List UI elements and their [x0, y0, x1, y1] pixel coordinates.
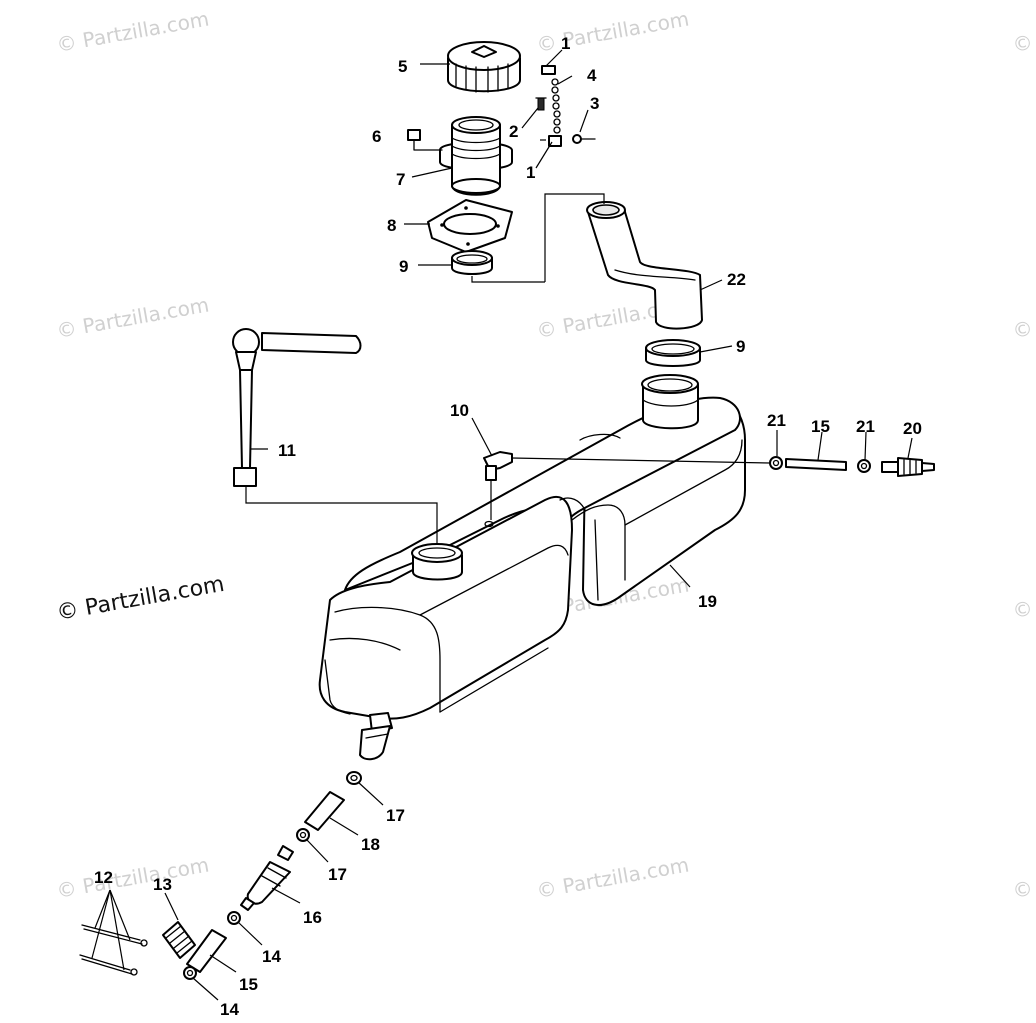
callout-10: 10 [450, 401, 469, 420]
fuel-tank-part-19[interactable] [318, 374, 746, 761]
fuel-filter-part-16[interactable] [240, 845, 294, 911]
clamp-part-14-lower[interactable] [183, 966, 197, 980]
callout-18: 18 [361, 835, 380, 854]
callout-17-lower: 17 [328, 865, 347, 884]
callout-22: 22 [727, 270, 746, 289]
callout-19: 19 [698, 592, 717, 611]
vent-elbow-part-10[interactable] [483, 451, 513, 481]
watermark: © Partzilla.com [1011, 292, 1036, 342]
clamp-part-21-right[interactable] [857, 459, 871, 473]
leader-lines [91, 49, 913, 1001]
callout-6: 6 [372, 127, 381, 146]
clamp-part-21-left[interactable] [769, 456, 783, 470]
callout-21-left: 21 [767, 411, 786, 430]
callout-7: 7 [396, 170, 405, 189]
callout-4: 4 [587, 66, 597, 85]
gasket-part-8[interactable] [427, 199, 513, 253]
clamp-part-17-upper[interactable] [346, 771, 362, 785]
screw-part-2[interactable] [535, 97, 547, 111]
watermark: © Partzilla.com [1011, 572, 1036, 622]
callout-20: 20 [903, 419, 922, 438]
watermark: © Partzilla.com [55, 6, 211, 56]
callout-14-upper: 14 [262, 947, 281, 966]
hose-clamp-part-9-upper[interactable] [451, 250, 493, 275]
callout-2: 2 [509, 122, 518, 141]
watermark: © Partzilla.com [55, 292, 211, 342]
watermark: © Partzilla.com [535, 852, 691, 902]
callout-15-lower: 15 [239, 975, 258, 994]
callout-9-upper: 9 [399, 257, 408, 276]
bolt-part-3[interactable] [572, 134, 596, 144]
fuel-line-part-15-lower[interactable] [186, 929, 227, 973]
watermarks: © Partzilla.com © Partzilla.com © Partzi… [55, 6, 1036, 902]
fuel-cap-part-5[interactable] [447, 41, 521, 93]
fuel-line-part-18[interactable] [304, 791, 345, 831]
hose-clamp-part-9-lower[interactable] [645, 339, 701, 367]
cap-tether-part-4[interactable] [541, 65, 562, 147]
clamp-part-14-upper[interactable] [227, 911, 241, 925]
callout-15-right: 15 [811, 417, 830, 436]
callout-5: 5 [398, 57, 407, 76]
filler-hose-part-22[interactable] [586, 201, 703, 330]
callout-3: 3 [590, 94, 599, 113]
watermark: © Partzilla.com [1011, 6, 1036, 56]
callout-21-right: 21 [856, 417, 875, 436]
callout-9-lower: 9 [736, 337, 745, 356]
filler-neck-part-7[interactable] [439, 116, 513, 196]
check-valve-part-20[interactable] [881, 457, 935, 477]
callout-11: 11 [278, 441, 296, 460]
strap-part-12[interactable] [79, 924, 148, 976]
callout-14-lower: 14 [220, 1000, 239, 1019]
vent-fitting-part-6[interactable] [407, 129, 443, 151]
watermark: © Partzilla.com [535, 6, 691, 56]
callout-17-upper: 17 [386, 806, 405, 825]
vent-hose-part-15-right[interactable] [785, 458, 847, 471]
callout-labels: 5 1 4 3 2 1 6 7 8 9 22 9 10 11 21 15 21 … [94, 34, 922, 1019]
copyright-notice: © Partzilla.com [55, 572, 227, 626]
callout-8: 8 [387, 216, 396, 235]
callout-1-top: 1 [561, 34, 570, 53]
callout-12: 12 [94, 868, 113, 887]
spring-part-13[interactable] [162, 921, 196, 959]
watermark: © Partzilla.com [55, 852, 211, 902]
fuel-sender-part-11[interactable] [232, 328, 362, 487]
callout-13: 13 [153, 875, 172, 894]
clamp-part-17-lower[interactable] [296, 828, 310, 842]
callout-16: 16 [303, 908, 322, 927]
watermark: © Partzilla.com [1011, 852, 1036, 902]
callout-1-bottom: 1 [526, 163, 535, 182]
